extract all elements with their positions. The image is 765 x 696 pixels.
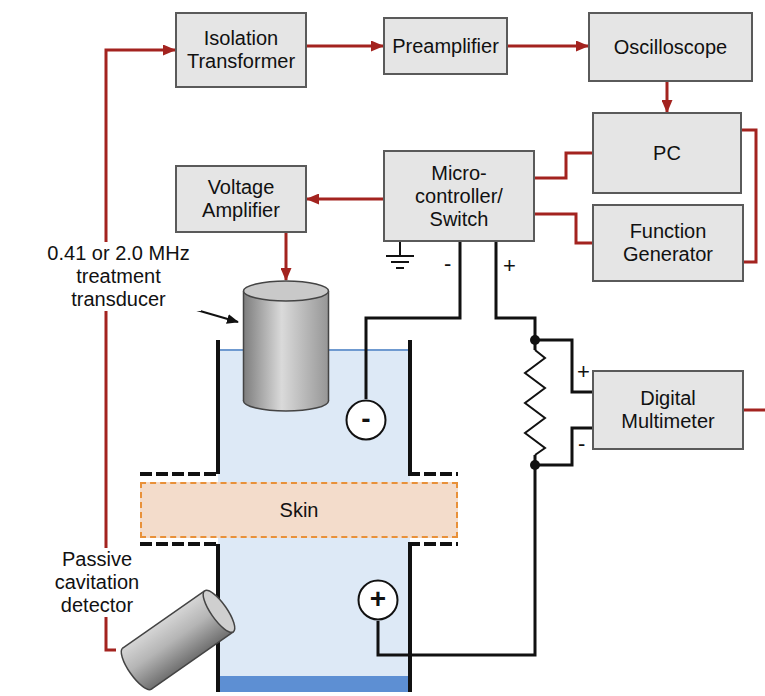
node-label: Isolation Transformer bbox=[183, 27, 299, 73]
flange bbox=[408, 472, 458, 476]
process-box: PC bbox=[592, 112, 742, 194]
connector bbox=[666, 82, 669, 112]
process-box: Oscilloscope bbox=[588, 12, 753, 82]
chamber-wall bbox=[408, 340, 412, 474]
node-label: Digital Multimeter bbox=[600, 387, 736, 433]
node-label: Micro- controller/ Switch bbox=[391, 162, 527, 231]
cylinder-side bbox=[244, 291, 329, 401]
flange bbox=[408, 542, 458, 546]
junction-dot bbox=[530, 460, 540, 470]
terminal-sign: + bbox=[503, 254, 516, 278]
node-label: Voltage Amplifier bbox=[183, 176, 299, 222]
connector bbox=[307, 198, 383, 201]
chamber-wall bbox=[216, 340, 220, 474]
process-box: Preamplifier bbox=[383, 17, 508, 75]
cylinder-top bbox=[244, 281, 329, 301]
transducer-outline bbox=[242, 280, 330, 412]
skin-band: Skin bbox=[140, 482, 458, 538]
water-bottom bbox=[218, 676, 410, 692]
connector bbox=[378, 242, 535, 655]
resistor-symbol bbox=[525, 350, 545, 455]
node-label: Function Generator bbox=[600, 220, 736, 266]
process-box: Digital Multimeter bbox=[592, 370, 744, 450]
connector bbox=[742, 130, 756, 262]
connector bbox=[535, 153, 592, 178]
node-label: PC bbox=[653, 142, 681, 165]
cylinder-front bbox=[198, 586, 240, 636]
callout-label: 0.41 or 2.0 MHz treatment transducer bbox=[36, 242, 201, 311]
node-label: - bbox=[361, 405, 370, 433]
connector bbox=[307, 45, 383, 48]
flange bbox=[140, 542, 220, 546]
node-label: Oscilloscope bbox=[614, 36, 727, 59]
connector bbox=[285, 233, 288, 280]
meter-lead bbox=[535, 428, 592, 465]
signal-line bbox=[742, 409, 765, 412]
transducer-cylinder: 0.41 or 2.0 MHz treatment transducer bbox=[242, 280, 330, 412]
electrode-circle: + bbox=[357, 579, 399, 621]
electrode-circle-shape bbox=[359, 581, 398, 620]
terminal-sign: - bbox=[444, 252, 451, 276]
process-box: Function Generator bbox=[592, 204, 744, 282]
electrode-circle-shape bbox=[347, 401, 386, 440]
terminal-sign: + bbox=[577, 360, 590, 384]
resistor-ground bbox=[523, 350, 547, 455]
process-box: Micro- controller/ Switch bbox=[383, 150, 535, 242]
detector-cylinder: Passive cavitation detector bbox=[116, 586, 240, 694]
connector bbox=[366, 242, 460, 399]
connector bbox=[535, 214, 592, 243]
node-label: Preamplifier bbox=[392, 35, 499, 58]
process-box: Isolation Transformer bbox=[175, 12, 307, 88]
connector bbox=[508, 45, 588, 48]
cylinder-body bbox=[244, 291, 329, 401]
meter-lead bbox=[535, 340, 592, 392]
electrode-circle: - bbox=[345, 399, 387, 441]
process-box: Voltage Amplifier bbox=[175, 165, 307, 233]
junction-dot bbox=[530, 335, 540, 345]
flange bbox=[140, 472, 220, 476]
chamber-wall bbox=[408, 544, 412, 692]
ground-symbol bbox=[386, 242, 414, 268]
callout-label: Passive cavitation detector bbox=[32, 548, 162, 617]
node-label: Skin bbox=[280, 499, 319, 522]
terminal-sign: - bbox=[578, 432, 585, 456]
node-label: + bbox=[370, 585, 386, 613]
